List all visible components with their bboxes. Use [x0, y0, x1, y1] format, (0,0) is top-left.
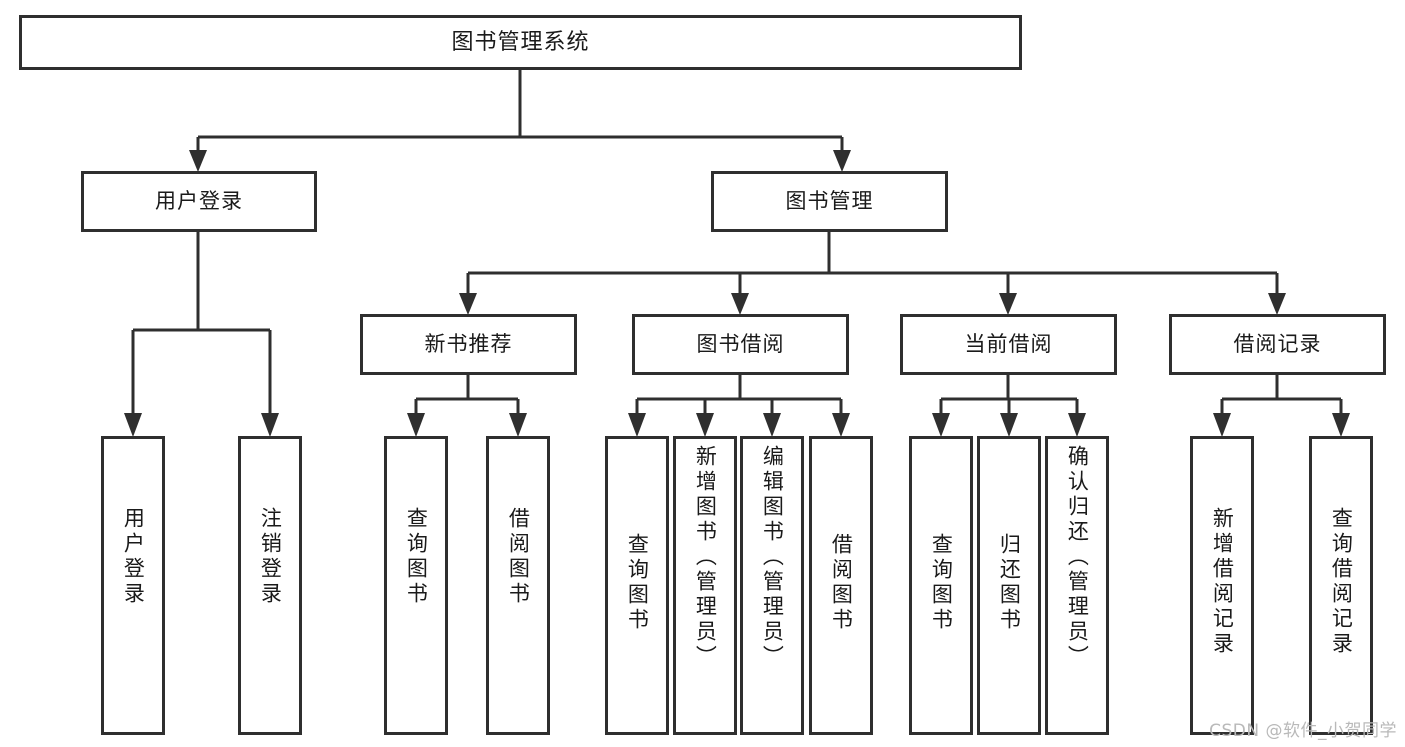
node-label: 用户登录	[155, 189, 243, 214]
leaf-confirm-return-admin[interactable]: 确认归还（管理员）	[1045, 436, 1109, 735]
arrowhead-current	[999, 293, 1017, 315]
node-label: 借阅记录	[1233, 332, 1322, 357]
node-label: 借阅图书	[506, 507, 531, 607]
node-book-management[interactable]: 图书管理	[711, 171, 948, 232]
node-label: 图书管理	[785, 189, 874, 214]
leaf-borrow-book[interactable]: 借阅图书	[809, 436, 873, 735]
node-label: 新增借阅记录	[1210, 507, 1235, 657]
node-label: 新增图书（管理员）	[693, 445, 718, 670]
arrowhead-book-mgmt	[833, 150, 851, 172]
node-book-borrow[interactable]: 图书借阅	[632, 314, 849, 375]
leaf-return-book[interactable]: 归还图书	[977, 436, 1041, 735]
arrowhead-leaf-1	[124, 413, 142, 437]
node-user-login[interactable]: 用户登录	[81, 171, 317, 232]
node-label: 借阅图书	[829, 533, 854, 633]
arrowhead-leaf-10	[1000, 413, 1018, 437]
node-label: 确认归还（管理员）	[1065, 445, 1090, 670]
arrowhead-leaf-7	[763, 413, 781, 437]
leaf-user-login[interactable]: 用户登录	[101, 436, 165, 735]
leaf-borrow-book-recommend[interactable]: 借阅图书	[486, 436, 550, 735]
node-label: 编辑图书（管理员）	[760, 445, 785, 670]
arrowhead-user-login	[189, 150, 207, 172]
node-label: 查询图书	[404, 507, 429, 607]
arrowhead-borrow	[731, 293, 749, 315]
node-new-book-recommend[interactable]: 新书推荐	[360, 314, 577, 375]
arrowhead-leaf-12	[1213, 413, 1231, 437]
node-label: 查询图书	[929, 533, 954, 633]
arrowhead-leaf-11	[1068, 413, 1086, 437]
node-borrow-record[interactable]: 借阅记录	[1169, 314, 1386, 375]
arrowhead-leaf-13	[1332, 413, 1350, 437]
leaf-query-book-recommend[interactable]: 查询图书	[384, 436, 448, 735]
arrowhead-leaf-5	[628, 413, 646, 437]
leaf-query-book-borrow[interactable]: 查询图书	[605, 436, 669, 735]
arrowhead-leaf-4	[509, 413, 527, 437]
node-label: 图书管理系统	[451, 29, 590, 55]
node-label: 用户登录	[121, 507, 146, 607]
leaf-logout[interactable]: 注销登录	[238, 436, 302, 735]
arrowhead-leaf-2	[261, 413, 279, 437]
node-label: 归还图书	[997, 533, 1022, 633]
leaf-add-book-admin[interactable]: 新增图书（管理员）	[673, 436, 737, 735]
arrowhead-leaf-8	[832, 413, 850, 437]
watermark: CSDN @软件_小贺同学	[1209, 721, 1397, 741]
node-root-book-management-system[interactable]: 图书管理系统	[19, 15, 1022, 70]
leaf-edit-book-admin[interactable]: 编辑图书（管理员）	[740, 436, 804, 735]
node-label: 查询图书	[625, 533, 650, 633]
arrowhead-recommend	[459, 293, 477, 315]
arrowhead-leaf-6	[696, 413, 714, 437]
arrowhead-leaf-9	[932, 413, 950, 437]
leaf-query-borrow-record[interactable]: 查询借阅记录	[1309, 436, 1373, 735]
node-label: 当前借阅	[964, 332, 1053, 357]
arrowhead-leaf-3	[407, 413, 425, 437]
arrowhead-record	[1268, 293, 1286, 315]
node-label: 注销登录	[258, 507, 283, 607]
leaf-query-book-current[interactable]: 查询图书	[909, 436, 973, 735]
node-current-borrow[interactable]: 当前借阅	[900, 314, 1117, 375]
node-label: 图书借阅	[696, 332, 785, 357]
leaf-add-borrow-record[interactable]: 新增借阅记录	[1190, 436, 1254, 735]
node-label: 新书推荐	[424, 332, 513, 357]
node-label: 查询借阅记录	[1329, 507, 1354, 657]
